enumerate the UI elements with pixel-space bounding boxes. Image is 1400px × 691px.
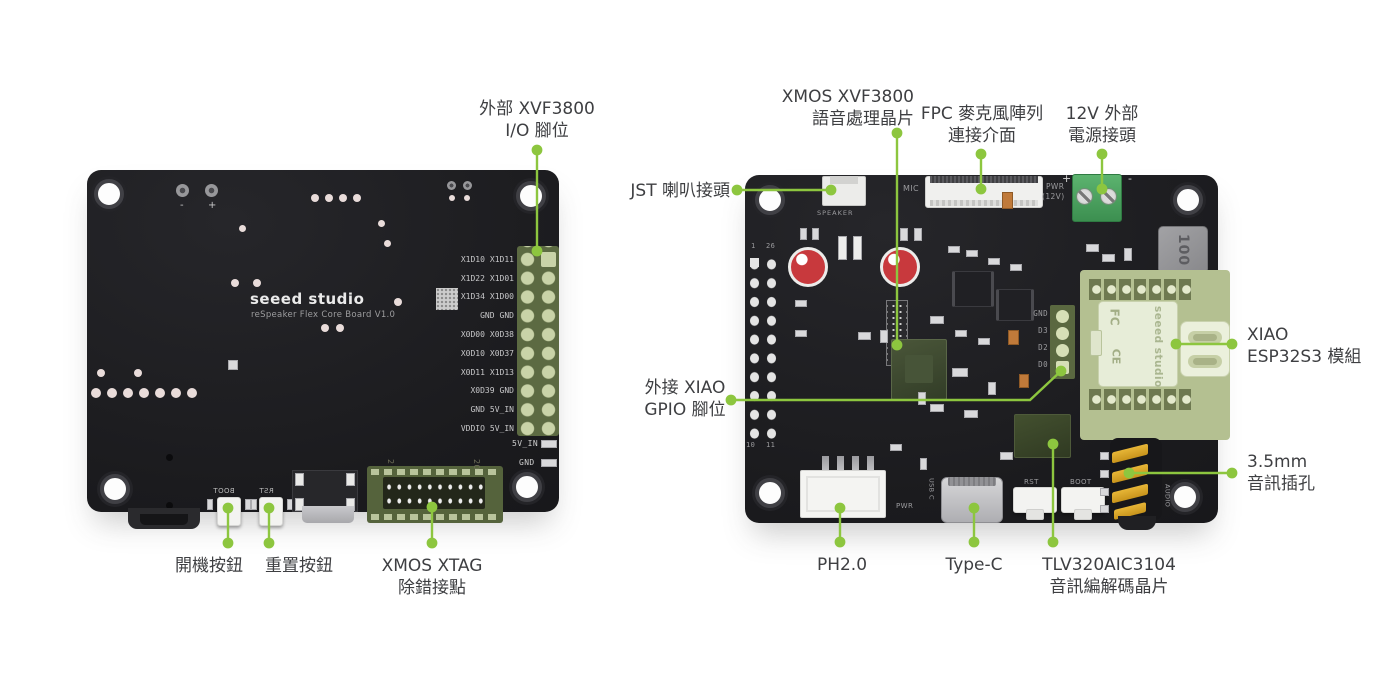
ce-mark: CE <box>1109 348 1123 365</box>
annotation-12v-power: 12V 外部 電源接頭 <box>1065 104 1139 146</box>
annotation-jst-speaker: JST 喇叭接頭 <box>630 181 730 201</box>
silk-usb-c: USB C <box>927 478 936 500</box>
rst-button[interactable] <box>1013 487 1057 513</box>
xiao-brand: seeed studio <box>1152 306 1164 388</box>
soic-chip <box>996 289 1034 321</box>
annotation-boot-button: 開機按鈕 <box>175 556 243 576</box>
mounting-hole <box>100 474 130 504</box>
board-name: reSpeaker Flex Core Board V1.0 <box>251 310 396 320</box>
silk-boot-btn: BOOT <box>1070 478 1092 486</box>
gpio-label-d2: D2 <box>1038 343 1048 352</box>
xiao-pad-row-top <box>1089 279 1194 300</box>
hdr-pin11-label: 11 <box>766 441 776 449</box>
silk-plus: + <box>1062 172 1072 185</box>
hdr-pin10-label: 10 <box>746 441 756 449</box>
annotation-type-c: Type-C <box>945 555 1003 575</box>
mounting-hole <box>755 185 785 215</box>
hdr-pin26-label: 26 <box>766 242 776 250</box>
mounting-hole <box>1170 482 1200 512</box>
annotation-xiao-esp32s3: XIAO ESP32S3 模組 <box>1247 325 1362 367</box>
datamatrix-code <box>436 288 458 310</box>
silk-5v-in: 5V_IN <box>512 439 539 448</box>
power-inductor: 100 <box>1158 226 1208 274</box>
gpio-label-d3: D3 <box>1038 326 1048 335</box>
edge-pad <box>541 440 557 448</box>
ph20-pin <box>867 456 874 474</box>
silk-pwr12: (12V) <box>1042 192 1065 201</box>
annotation-35mm-audio: 3.5mm 音訊插孔 <box>1247 452 1315 494</box>
silk-mic: MIC <box>903 184 920 193</box>
xiao-usbc-connector[interactable] <box>1180 321 1230 377</box>
silk-boot-mirrored: BOOT <box>213 487 235 495</box>
usb-shell <box>302 506 354 523</box>
mounting-hole <box>94 179 124 209</box>
reset-button[interactable] <box>259 497 283 526</box>
xtag-pin20-label: 20 <box>472 459 481 470</box>
gpio-label-d0: D0 <box>1038 360 1048 369</box>
soic-chip <box>952 271 994 307</box>
silk-pwr-ph: PWR <box>896 502 914 510</box>
silk-speaker: SPEAKER <box>817 209 854 217</box>
annotation-fpc-mic: FPC 麥克風陣列 連接介面 <box>920 104 1044 146</box>
inductor-label: 100 <box>1174 233 1191 267</box>
xtag-pin2-label: 2 <box>386 459 395 465</box>
annotation-reset-button: 重置按鈕 <box>265 556 333 576</box>
tlv320aic3104-chip <box>1014 414 1071 458</box>
io-pin-header <box>517 246 559 436</box>
edge-pad <box>541 459 557 467</box>
electrolytic-cap <box>788 247 828 287</box>
ph20-pin <box>822 456 829 474</box>
electrolytic-cap <box>880 247 920 287</box>
brand-logo: seeed studio <box>250 290 365 308</box>
silk-audio: AUDIO <box>1163 484 1172 508</box>
left-board-back-view <box>87 170 559 512</box>
xiao-module-shield <box>1098 301 1178 387</box>
io-pin1-square-pad <box>541 252 556 267</box>
annotation-xvf3800-chip: XMOS XVF3800 語音處理晶片 <box>781 87 914 129</box>
xiao-pad-row-bottom <box>1089 389 1194 410</box>
annotation-xiao-gpio: 外接 XIAO GPIO 腳位 <box>644 378 726 420</box>
mounting-hole <box>516 181 546 211</box>
xiao-battery-connector <box>1090 330 1102 356</box>
mounting-hole <box>512 472 542 502</box>
mounting-hole <box>1173 185 1203 215</box>
annotation-tlv-codec: TLV320AIC3104 音訊編解碼晶片 <box>1042 555 1176 597</box>
gpio-label-gnd: GND <box>1033 309 1048 318</box>
ph20-pin <box>837 456 844 474</box>
boot-button[interactable] <box>217 497 241 526</box>
terminal-screw <box>1076 188 1093 205</box>
silk-pwr: PWR <box>1046 182 1065 191</box>
annotation-ext-xvf3800-io: 外部 XVF3800 I/O 腳位 <box>479 99 595 141</box>
polarity-minus: - <box>180 200 185 211</box>
silk-minus: - <box>1128 172 1133 185</box>
silk-gnd: GND <box>519 458 535 467</box>
mounting-hole <box>755 478 785 508</box>
polarity-plus: + <box>208 200 217 211</box>
terminal-screw <box>1100 188 1117 205</box>
annotation-xtag-debug: XMOS XTAG 除錯接點 <box>381 556 483 598</box>
hdr-pin1-label: 1 <box>751 242 756 250</box>
silk-rst-btn: RST <box>1024 478 1039 486</box>
fcc-mark: FC <box>1107 308 1122 326</box>
ph20-pin <box>852 456 859 474</box>
boot-button-front[interactable] <box>1061 487 1105 513</box>
xtag-socket <box>383 477 485 509</box>
silk-rst-mirrored: RST <box>259 487 274 495</box>
edge-pin-header <box>746 252 780 440</box>
annotation-ph20: PH2.0 <box>816 555 868 575</box>
